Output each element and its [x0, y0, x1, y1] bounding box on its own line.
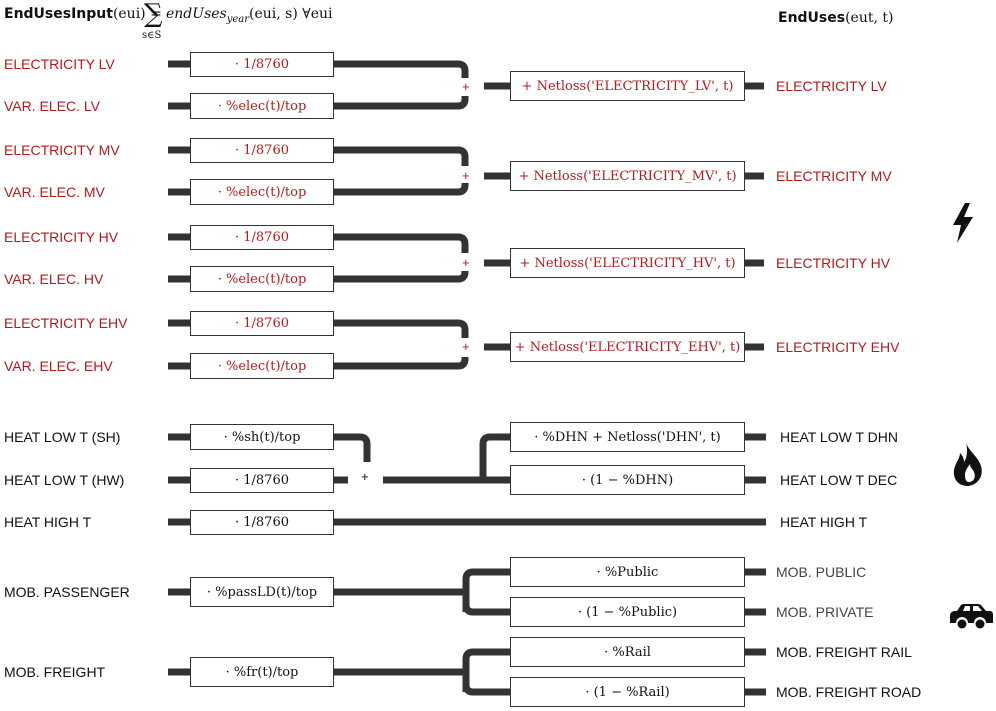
header-enduses-main: endUses: [166, 6, 227, 22]
input-label: ELECTRICITY HV: [4, 229, 119, 245]
connector-elec-ehv-const: [168, 319, 469, 338]
output-label: ELECTRICITY LV: [776, 78, 887, 94]
output-label: HEAT HIGH T: [780, 514, 868, 530]
header-sum-sub: s∈S: [142, 30, 161, 41]
factor-box: · %elec(t)/top: [190, 353, 334, 379]
private-box: · (1 − %Public): [510, 597, 745, 627]
header-sum: ∑: [144, 0, 163, 28]
car-icon: [950, 604, 993, 629]
netloss-box: + Netloss('ELECTRICITY_HV', t): [510, 248, 745, 278]
public-box: · %Public: [510, 557, 745, 587]
plus-sign: +: [462, 339, 470, 354]
factor-box: · 1/8760: [190, 468, 334, 493]
netloss-box: + Netloss('ELECTRICITY_MV', t): [510, 161, 745, 191]
dhn-box: · %DHN + Netloss('DHN', t): [510, 422, 745, 452]
factor-box: · 1/8760: [190, 311, 334, 336]
input-label: VAR. ELEC. LV: [4, 98, 100, 114]
connector-elec-lv-var: [168, 96, 469, 110]
connector-elec-mv-var: [168, 183, 469, 196]
connector-lines: [168, 60, 766, 696]
plus-sign: +: [361, 469, 369, 484]
input-label: MOB. FREIGHT: [4, 664, 106, 680]
connector-elec-ehv-var: [168, 357, 469, 370]
header-enduses-tail: (eui, s) ∀eui: [249, 6, 333, 22]
connector-elec-hv-const: [168, 233, 469, 253]
input-label: VAR. ELEC. HV: [4, 271, 104, 287]
header-sum-index: s∈S: [142, 30, 162, 41]
plus-sign: +: [462, 255, 470, 270]
connector-mob-freight-out: [745, 648, 766, 696]
connector-heat-merge: [383, 433, 510, 484]
factor-box: · 1/8760: [190, 510, 334, 535]
output-label: HEAT LOW T DHN: [780, 429, 898, 445]
plus-sign: +: [462, 168, 470, 183]
connector-elec-hv-var: [168, 271, 469, 283]
input-label: MOB. PASSENGER: [4, 584, 130, 600]
factor-box: · %elec(t)/top: [190, 93, 334, 119]
header-input-bold: EndUsesInput: [4, 6, 113, 22]
connector-mob-freight: [168, 648, 510, 696]
output-label: ELECTRICITY EHV: [776, 339, 900, 355]
input-label: ELECTRICITY MV: [4, 142, 120, 158]
header-output-formula: EndUses(eut, t): [778, 10, 893, 26]
connector-heat-out: [745, 433, 766, 484]
lightning-icon: [953, 203, 973, 243]
connector-mob-passenger: [168, 568, 510, 616]
header-input-arg: (eui) =: [112, 6, 162, 22]
output-label: ELECTRICITY MV: [776, 168, 892, 184]
factor-box: · 1/8760: [190, 138, 334, 163]
factor-box: · %sh(t)/top: [190, 424, 334, 450]
factor-box: · %elec(t)/top: [190, 266, 334, 292]
input-label: HEAT HIGH T: [4, 514, 92, 530]
netloss-box: + Netloss('ELECTRICITY_LV', t): [510, 71, 745, 101]
header-input-formula: EndUsesInput(eui) =: [4, 6, 162, 46]
input-label: VAR. ELEC. MV: [4, 184, 105, 200]
input-label: HEAT LOW T (SH): [4, 429, 121, 445]
factor-box: · %elec(t)/top: [190, 179, 334, 205]
factor-box: · %fr(t)/top: [190, 657, 334, 687]
connector-mob-passenger-out: [745, 568, 766, 616]
output-label: HEAT LOW T DEC: [780, 472, 898, 488]
factor-box: · 1/8760: [190, 225, 334, 250]
flame-icon: [953, 442, 982, 486]
rail-box: · %Rail: [510, 637, 745, 667]
factor-box: · 1/8760: [190, 52, 334, 77]
output-label: MOB. FREIGHT ROAD: [776, 684, 922, 700]
output-label: ELECTRICITY HV: [776, 255, 891, 271]
output-label: MOB. FREIGHT RAIL: [776, 644, 912, 660]
factor-box: · %passLD(t)/top: [190, 577, 334, 607]
output-label: MOB. PUBLIC: [776, 564, 867, 580]
input-label: ELECTRICITY EHV: [4, 315, 128, 331]
header-enduses-sub: year: [226, 13, 250, 25]
input-label: HEAT LOW T (HW): [4, 472, 125, 488]
netloss-box: + Netloss('ELECTRICITY_EHV', t): [510, 332, 745, 362]
road-box: · (1 − %Rail): [510, 677, 745, 707]
input-label: ELECTRICITY LV: [4, 56, 115, 72]
header-output-bold: EndUses: [778, 10, 846, 26]
connector-elec-mv-const: [168, 146, 469, 166]
dec-box: · (1 − %DHN): [510, 465, 745, 495]
header-enduses-term: endUsesyear(eui, s) ∀eui: [166, 6, 333, 25]
input-label: VAR. ELEC. EHV: [4, 358, 113, 374]
plus-sign: +: [462, 79, 470, 94]
header-output-arg: (eut, t): [845, 10, 894, 26]
output-label: MOB. PRIVATE: [776, 604, 874, 620]
connector-elec-lv-const: [168, 60, 469, 78]
header-sum-symbol: ∑: [144, 0, 163, 29]
connector-heat-sh: [168, 433, 371, 462]
